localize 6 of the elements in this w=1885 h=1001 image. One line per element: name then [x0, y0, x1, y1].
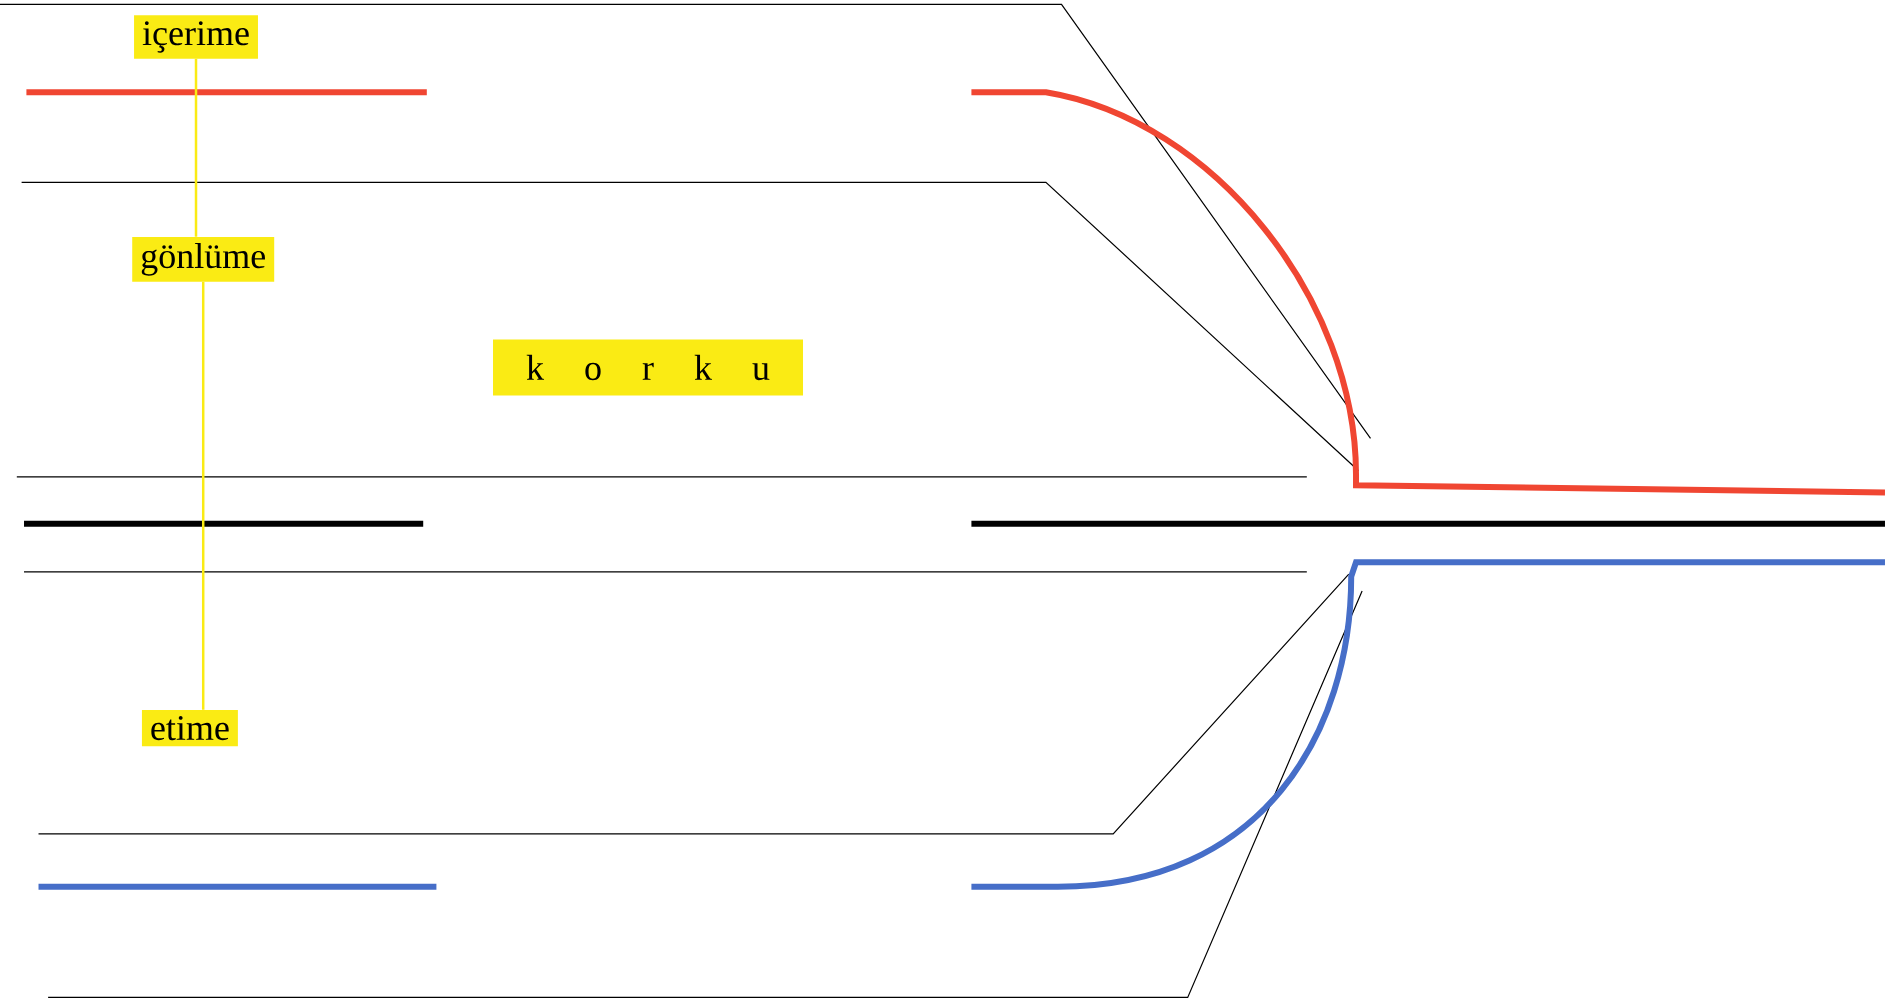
highlighted-label: k o r k u	[493, 339, 803, 396]
highlighted-label: etime	[141, 710, 238, 747]
connector-line	[194, 58, 198, 237]
highlighted-label: içerime	[134, 15, 258, 59]
highlighted-label: gönlüme	[132, 236, 275, 282]
connector-line	[201, 281, 205, 710]
